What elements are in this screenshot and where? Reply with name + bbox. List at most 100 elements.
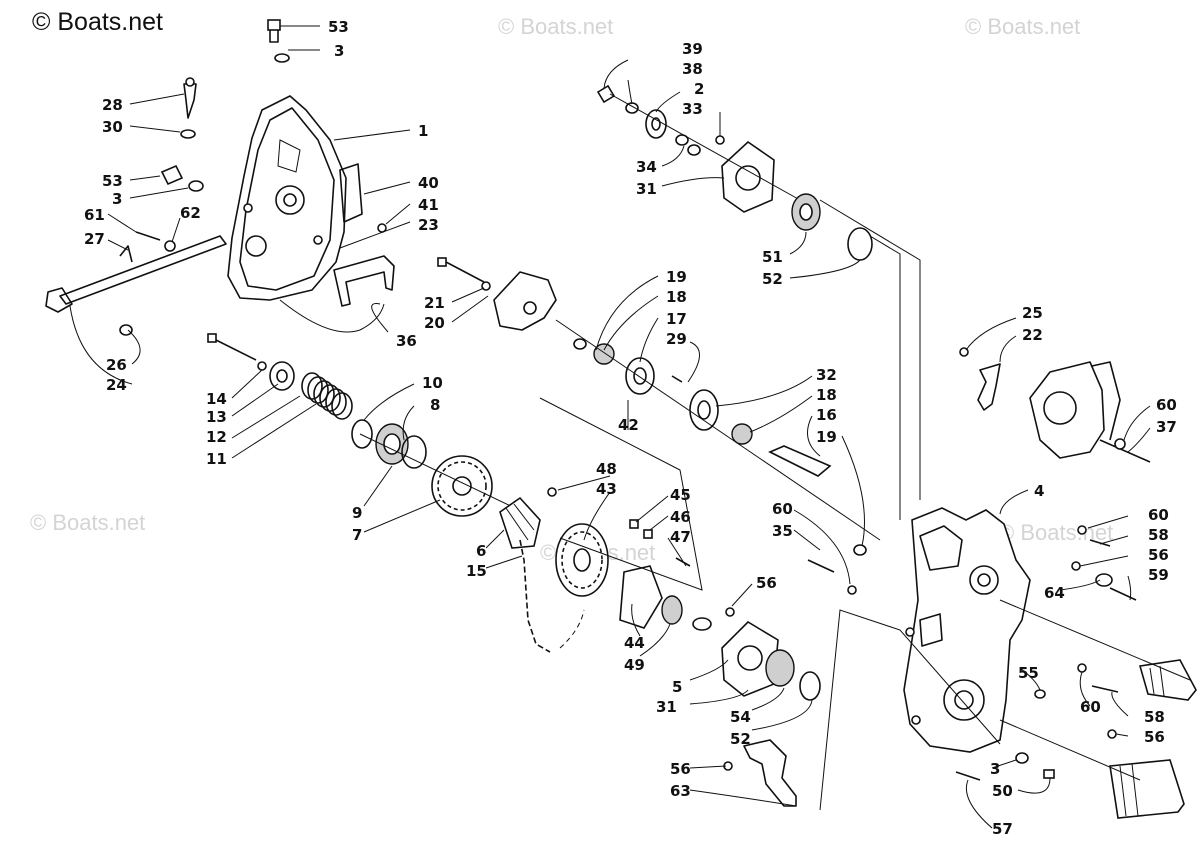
- bearing-18b: [731, 423, 753, 445]
- callout-label: 28: [102, 96, 123, 114]
- plate-40: [339, 163, 387, 233]
- washer-34: [675, 134, 689, 146]
- chaincase-housing-4: [903, 507, 1031, 753]
- callout-label: 31: [636, 180, 657, 198]
- callout-label: 40: [418, 174, 439, 192]
- callout-label: 24: [106, 376, 127, 394]
- bracket-42-group: [539, 397, 703, 591]
- callout-label: 19: [816, 428, 837, 446]
- callout-label: 42: [618, 416, 639, 434]
- drain-plug-28: [180, 77, 197, 139]
- callout-label: 53: [102, 172, 123, 190]
- callout-label: 3: [334, 42, 344, 60]
- callout-label: 37: [1156, 418, 1177, 436]
- callout-label: 39: [682, 40, 703, 58]
- callout-label: 16: [816, 406, 837, 424]
- guide-23: [333, 255, 395, 307]
- callout-label: 35: [772, 522, 793, 540]
- bearing-housing-5: [721, 607, 821, 701]
- callout-label: 17: [666, 310, 687, 328]
- callout-label: 58: [1144, 708, 1165, 726]
- callout-label: 10: [422, 374, 443, 392]
- mount-plate-37: [1029, 361, 1151, 463]
- bolt-53-side: [160, 164, 204, 192]
- callout-label: 18: [816, 386, 837, 404]
- callout-label: 12: [206, 428, 227, 446]
- hub-44: [619, 565, 712, 631]
- callout-label: 38: [682, 60, 703, 78]
- callout-label: 59: [1148, 566, 1169, 584]
- shaft-27: [45, 231, 227, 336]
- tensioner-bolt-14: [207, 333, 267, 371]
- callout-label: 13: [206, 408, 227, 426]
- callout-label: 45: [670, 486, 691, 504]
- bearing-8: [375, 423, 427, 469]
- callout-label: 1: [418, 122, 428, 140]
- callout-label: 19: [666, 268, 687, 286]
- sprocket-7: [431, 455, 493, 517]
- axis-line: [555, 319, 881, 541]
- bracket-22: [959, 347, 1001, 411]
- o-ring-52: [847, 227, 873, 261]
- callout-label: 49: [624, 656, 645, 674]
- callout-label: 14: [206, 390, 227, 408]
- callout-label: 58: [1148, 526, 1169, 544]
- callout-label: 2: [694, 80, 704, 98]
- watermark-faded: © Boats.net: [30, 510, 145, 535]
- callout-label: 31: [656, 698, 677, 716]
- callout-label: 5: [672, 678, 682, 696]
- callout-label: 29: [666, 330, 687, 348]
- sprocket-17: [625, 357, 683, 395]
- watermark-boats-net: © Boats.net: [32, 8, 163, 36]
- callout-label: 44: [624, 634, 645, 652]
- callout-label: 23: [418, 216, 439, 234]
- callout-label: 21: [424, 294, 445, 312]
- callout-label: 56: [1148, 546, 1169, 564]
- callout-label: 61: [84, 206, 105, 224]
- output-shaft-lower: [1109, 759, 1185, 819]
- callout-label: 30: [102, 118, 123, 136]
- callout-label: 27: [84, 230, 105, 248]
- snap-ring-10: [351, 419, 373, 449]
- callout-label: 60: [1080, 698, 1101, 716]
- bearing-51: [791, 193, 821, 231]
- nut-39: [596, 84, 616, 104]
- washer-34b: [687, 144, 701, 156]
- watermark-faded: © Boats.net: [498, 14, 613, 39]
- callout-label: 18: [666, 288, 687, 306]
- watermark-faded: © Boats.net: [965, 14, 1080, 39]
- callout-label: 9: [352, 504, 362, 522]
- callout-label: 11: [206, 450, 227, 468]
- sprocket-32: [689, 389, 719, 431]
- axis-line: [869, 235, 901, 520]
- spring-11: [301, 372, 353, 420]
- callout-label: 60: [1148, 506, 1169, 524]
- bracket-20: [437, 257, 557, 331]
- callout-label: 4: [1034, 482, 1044, 500]
- bolts-50-57: [955, 752, 1055, 781]
- callout-label: 3: [112, 190, 122, 208]
- callout-label: 7: [352, 526, 362, 544]
- callout-label: 15: [466, 562, 487, 580]
- callout-label: 56: [1144, 728, 1165, 746]
- bolt-53-top: [267, 19, 290, 63]
- callout-label: 47: [670, 528, 691, 546]
- callout-label: 56: [670, 760, 691, 778]
- axis-line: [819, 199, 921, 500]
- callout-label: 43: [596, 480, 617, 498]
- cord-36: [279, 299, 385, 333]
- axis-line: [609, 93, 801, 201]
- callout-label: 22: [1022, 326, 1043, 344]
- callout-label: 33: [682, 100, 703, 118]
- callout-label: 34: [636, 158, 657, 176]
- spring-cup-12: [269, 361, 295, 391]
- callout-label: 55: [1018, 664, 1039, 682]
- callout-label: 32: [816, 366, 837, 384]
- callout-label: 50: [992, 782, 1013, 800]
- callout-label: 3: [990, 760, 1000, 778]
- stud-35: [807, 559, 857, 595]
- callout-label: 46: [670, 508, 691, 526]
- callout-label: 26: [106, 356, 127, 374]
- callout-label: 20: [424, 314, 445, 332]
